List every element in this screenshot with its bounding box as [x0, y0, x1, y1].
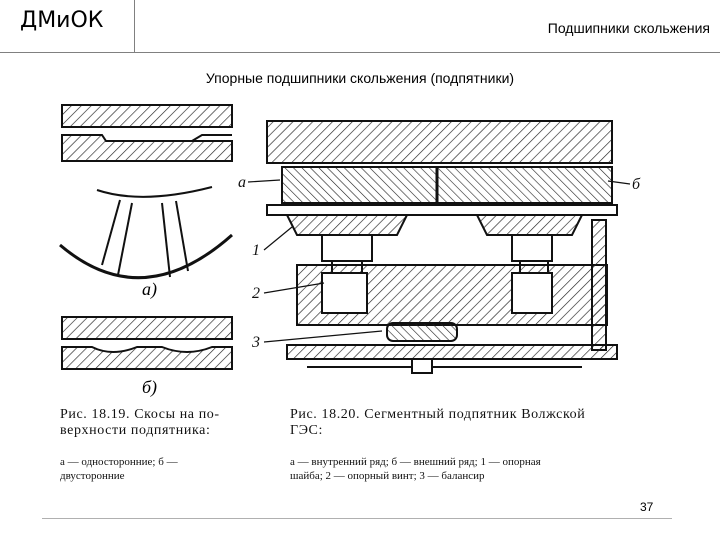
caption-right-title: Рис. 18.20. Сегментный подпятник Волжско… — [290, 407, 586, 438]
fig-18-19-a — [59, 104, 233, 280]
label-a: а) — [142, 279, 157, 300]
figure-scan: а) б) — [42, 95, 694, 495]
fig-18-20 — [266, 120, 618, 374]
label-1: 1 — [252, 242, 260, 259]
label-right-a: а — [238, 174, 246, 191]
label-2: 2 — [252, 285, 260, 302]
header-divider-vertical — [134, 0, 135, 52]
slide-title: Подшипники скольжения — [547, 20, 710, 36]
caption-right-sub: а — внутренний ряд; б — внешний ряд; 1 —… — [290, 456, 541, 482]
caption-left-title: Рис. 18.19. Скосы на по- верхности подпя… — [60, 407, 220, 438]
caption-left-sub: а — односторонние; б — двусторонние — [60, 456, 178, 482]
header-divider-horizontal — [0, 52, 720, 53]
slide-header: ДМиОК Подшипники скольжения — [0, 0, 720, 52]
logo: ДМиОК — [20, 8, 104, 33]
fig-18-19-b — [61, 316, 233, 370]
slide-subtitle: Упорные подшипники скольжения (подпятник… — [205, 70, 515, 86]
label-3: 3 — [251, 334, 260, 351]
label-right-b: б — [632, 176, 641, 193]
page-number: 37 — [640, 500, 654, 514]
bearing-drawings: а) б) — [59, 104, 641, 398]
label-b: б) — [142, 377, 157, 398]
footer-line — [42, 518, 672, 519]
